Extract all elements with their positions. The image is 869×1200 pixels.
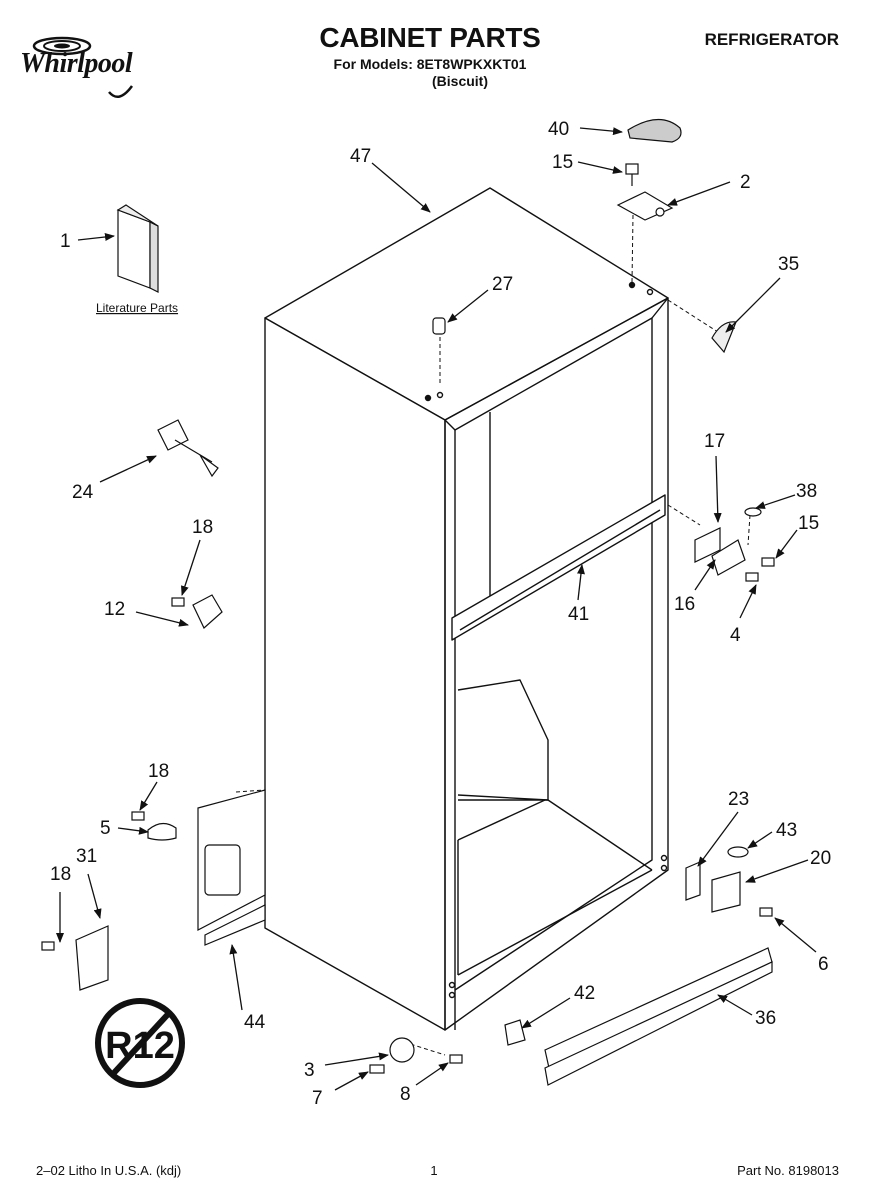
callout-36: 36 [755, 1008, 776, 1029]
literature-parts-booklet [116, 204, 159, 293]
callout-6: 6 [818, 954, 829, 975]
callout-16: 16 [674, 594, 695, 615]
callout-3: 3 [304, 1060, 315, 1081]
callout-40: 40 [548, 119, 569, 140]
callout-18-mid: 18 [148, 761, 169, 782]
callout-43: 43 [776, 820, 797, 841]
callout-17: 17 [704, 431, 725, 452]
product-category: REFRIGERATOR [704, 30, 839, 49]
callout-18-upper: 18 [192, 517, 213, 538]
callout-47: 47 [350, 146, 371, 167]
logo-swirl-icon [32, 36, 134, 99]
parts-shapes [41, 118, 775, 1086]
callout-1: 1 [60, 231, 71, 252]
callout-42: 42 [574, 983, 595, 1004]
callout-8: 8 [400, 1084, 411, 1105]
callout-41: 41 [568, 604, 589, 625]
callout-7: 7 [312, 1088, 323, 1109]
callout-leaders [56, 127, 817, 1091]
callout-24: 24 [72, 482, 94, 503]
brand-name: Whirlpool [20, 48, 133, 79]
litho-note: 2–02 Litho In U.S.A. (kdj) [36, 1163, 182, 1178]
callout-31: 31 [76, 846, 97, 867]
cabinet-body [264, 187, 669, 1031]
callout-2: 2 [740, 172, 751, 193]
callout-27: 27 [492, 274, 513, 295]
color-line: (Biscuit) [432, 73, 488, 89]
callout-4: 4 [730, 625, 741, 646]
callout-15-top: 15 [552, 152, 573, 173]
page-title: CABINET PARTS [319, 22, 541, 53]
callout-labels: 1 40 15 2 47 27 35 24 18 12 17 38 15 16 … [50, 119, 831, 1109]
part-number: Part No. 8198013 [737, 1163, 839, 1178]
callout-5: 5 [100, 818, 111, 839]
callout-38: 38 [796, 481, 817, 502]
page-header: Whirlpool CABINET PARTS For Models: 8ET8… [0, 0, 869, 110]
callout-23: 23 [728, 789, 749, 810]
model-info: For Models: 8ET8WPKXKT01 (Biscuit) [300, 56, 560, 90]
callout-12: 12 [104, 599, 125, 620]
callout-35: 35 [778, 254, 799, 275]
callout-15-right: 15 [798, 513, 819, 534]
whirlpool-logo: Whirlpool [14, 34, 184, 104]
models-line: For Models: 8ET8WPKXKT01 [333, 56, 527, 72]
callout-20: 20 [810, 848, 831, 869]
callout-44: 44 [244, 1012, 266, 1033]
callout-18-lower: 18 [50, 864, 71, 885]
page-number: 1 [430, 1163, 438, 1178]
no-r12-badge: R12 [95, 998, 185, 1088]
literature-parts-label: Literature Parts [96, 301, 178, 315]
